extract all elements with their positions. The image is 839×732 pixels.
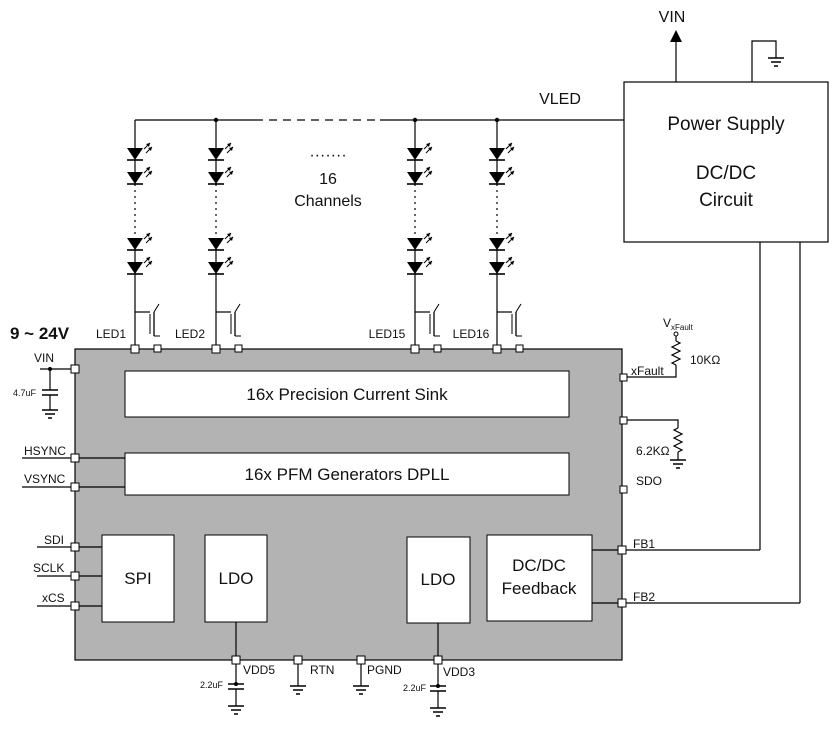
supply-ground-icon	[767, 57, 785, 67]
led-string-16	[488, 120, 523, 349]
hsync-label: HSYNC	[24, 444, 66, 458]
vdd5-label: VDD5	[243, 663, 275, 677]
led-diode-icon	[488, 232, 515, 251]
vdd3-capacitor-icon	[429, 685, 447, 692]
transistor-icon	[511, 303, 523, 337]
vdd5-cap-label: 2.2uF	[200, 680, 224, 690]
led-diode-icon	[207, 166, 234, 185]
led-diode-icon	[406, 142, 433, 161]
led-diode-icon	[126, 256, 153, 275]
led-diode-icon	[126, 166, 153, 185]
power-supply-label: Power Supply	[667, 114, 785, 135]
pgnd-ground-icon	[352, 685, 370, 695]
pfm-label: 16x PFM Generators DPLL	[244, 465, 449, 484]
led-diode-icon	[406, 256, 433, 275]
transistor-icon	[429, 303, 441, 337]
led-string-15	[406, 120, 441, 349]
xcs-label: xCS	[42, 591, 65, 605]
channels-label: Channels	[294, 193, 362, 210]
channels-count: 16	[319, 171, 337, 188]
vin-arrow-icon	[670, 30, 682, 42]
led-diode-icon	[126, 232, 153, 251]
led-diode-icon	[488, 166, 515, 185]
vin-capacitor-icon	[41, 389, 59, 396]
vdd3-label: VDD3	[443, 665, 475, 679]
xfault-label: xFault	[631, 364, 664, 378]
resistor2-label: 6.2KΩ	[636, 444, 670, 458]
vin-cap-label: 4.7uF	[13, 388, 37, 398]
led-diode-icon	[207, 256, 234, 275]
rtn-ground-icon	[289, 685, 307, 695]
ldo-right-block	[406, 536, 471, 624]
fb2-label: FB2	[633, 590, 655, 604]
circuit-label: Circuit	[699, 190, 754, 211]
vin-top-label: VIN	[659, 9, 686, 26]
fb1-label: FB1	[633, 537, 655, 551]
led-diode-icon	[207, 142, 234, 161]
vin-pin-label: VIN	[34, 351, 54, 365]
current-sink-label: 16x Precision Current Sink	[246, 385, 448, 404]
power-supply-box	[623, 81, 829, 243]
led1-label: LED1	[96, 327, 126, 341]
pgnd-label: PGND	[367, 663, 402, 677]
led-diode-icon	[126, 142, 153, 161]
vdd5-ground-icon	[227, 705, 245, 715]
pfm-block	[124, 452, 570, 496]
ldo-right-label: LDO	[421, 570, 456, 589]
resistor2-ground-icon	[669, 459, 687, 469]
led-string-2	[207, 120, 242, 349]
feedback-label-2: Feedback	[502, 579, 577, 598]
rtn-label: RTN	[310, 663, 334, 677]
vdd3-cap-label: 2.2uF	[403, 683, 427, 693]
led-diode-icon	[488, 256, 515, 275]
led-diode-icon	[406, 232, 433, 251]
led2-label: LED2	[175, 327, 205, 341]
current-sink-block	[124, 370, 570, 418]
transistor-icon	[230, 303, 242, 337]
spi-label: SPI	[124, 569, 151, 588]
channels-dots: ·······	[309, 147, 346, 164]
input-voltage-label: 9 ~ 24V	[10, 324, 70, 343]
dcdc-label: DC/DC	[696, 163, 756, 184]
ldo-left-label: LDO	[219, 569, 254, 588]
vsync-label: VSYNC	[24, 472, 66, 486]
feedback-block	[486, 534, 593, 622]
sclk-label: SCLK	[33, 561, 64, 575]
resistor1-label: 10KΩ	[690, 353, 720, 367]
transistor-icon	[149, 303, 161, 337]
led15-label: LED15	[369, 327, 406, 341]
vdd5-capacitor-icon	[227, 683, 245, 690]
led-diode-icon	[488, 142, 515, 161]
ldo-left-block	[204, 534, 268, 623]
vxfault-label: VxFault	[663, 316, 694, 332]
sdi-label: SDI	[44, 533, 64, 547]
led16-label: LED16	[453, 327, 490, 341]
feedback-label-1: DC/DC	[512, 556, 566, 575]
led-diode-icon	[406, 166, 433, 185]
vdd3-ground-icon	[429, 707, 447, 717]
spi-block	[101, 534, 175, 623]
vled-label: VLED	[539, 91, 581, 108]
vin-ground-icon	[41, 409, 59, 419]
sdo-label: SDO	[636, 474, 662, 488]
led-diode-icon	[207, 232, 234, 251]
led-string-1	[126, 120, 161, 349]
